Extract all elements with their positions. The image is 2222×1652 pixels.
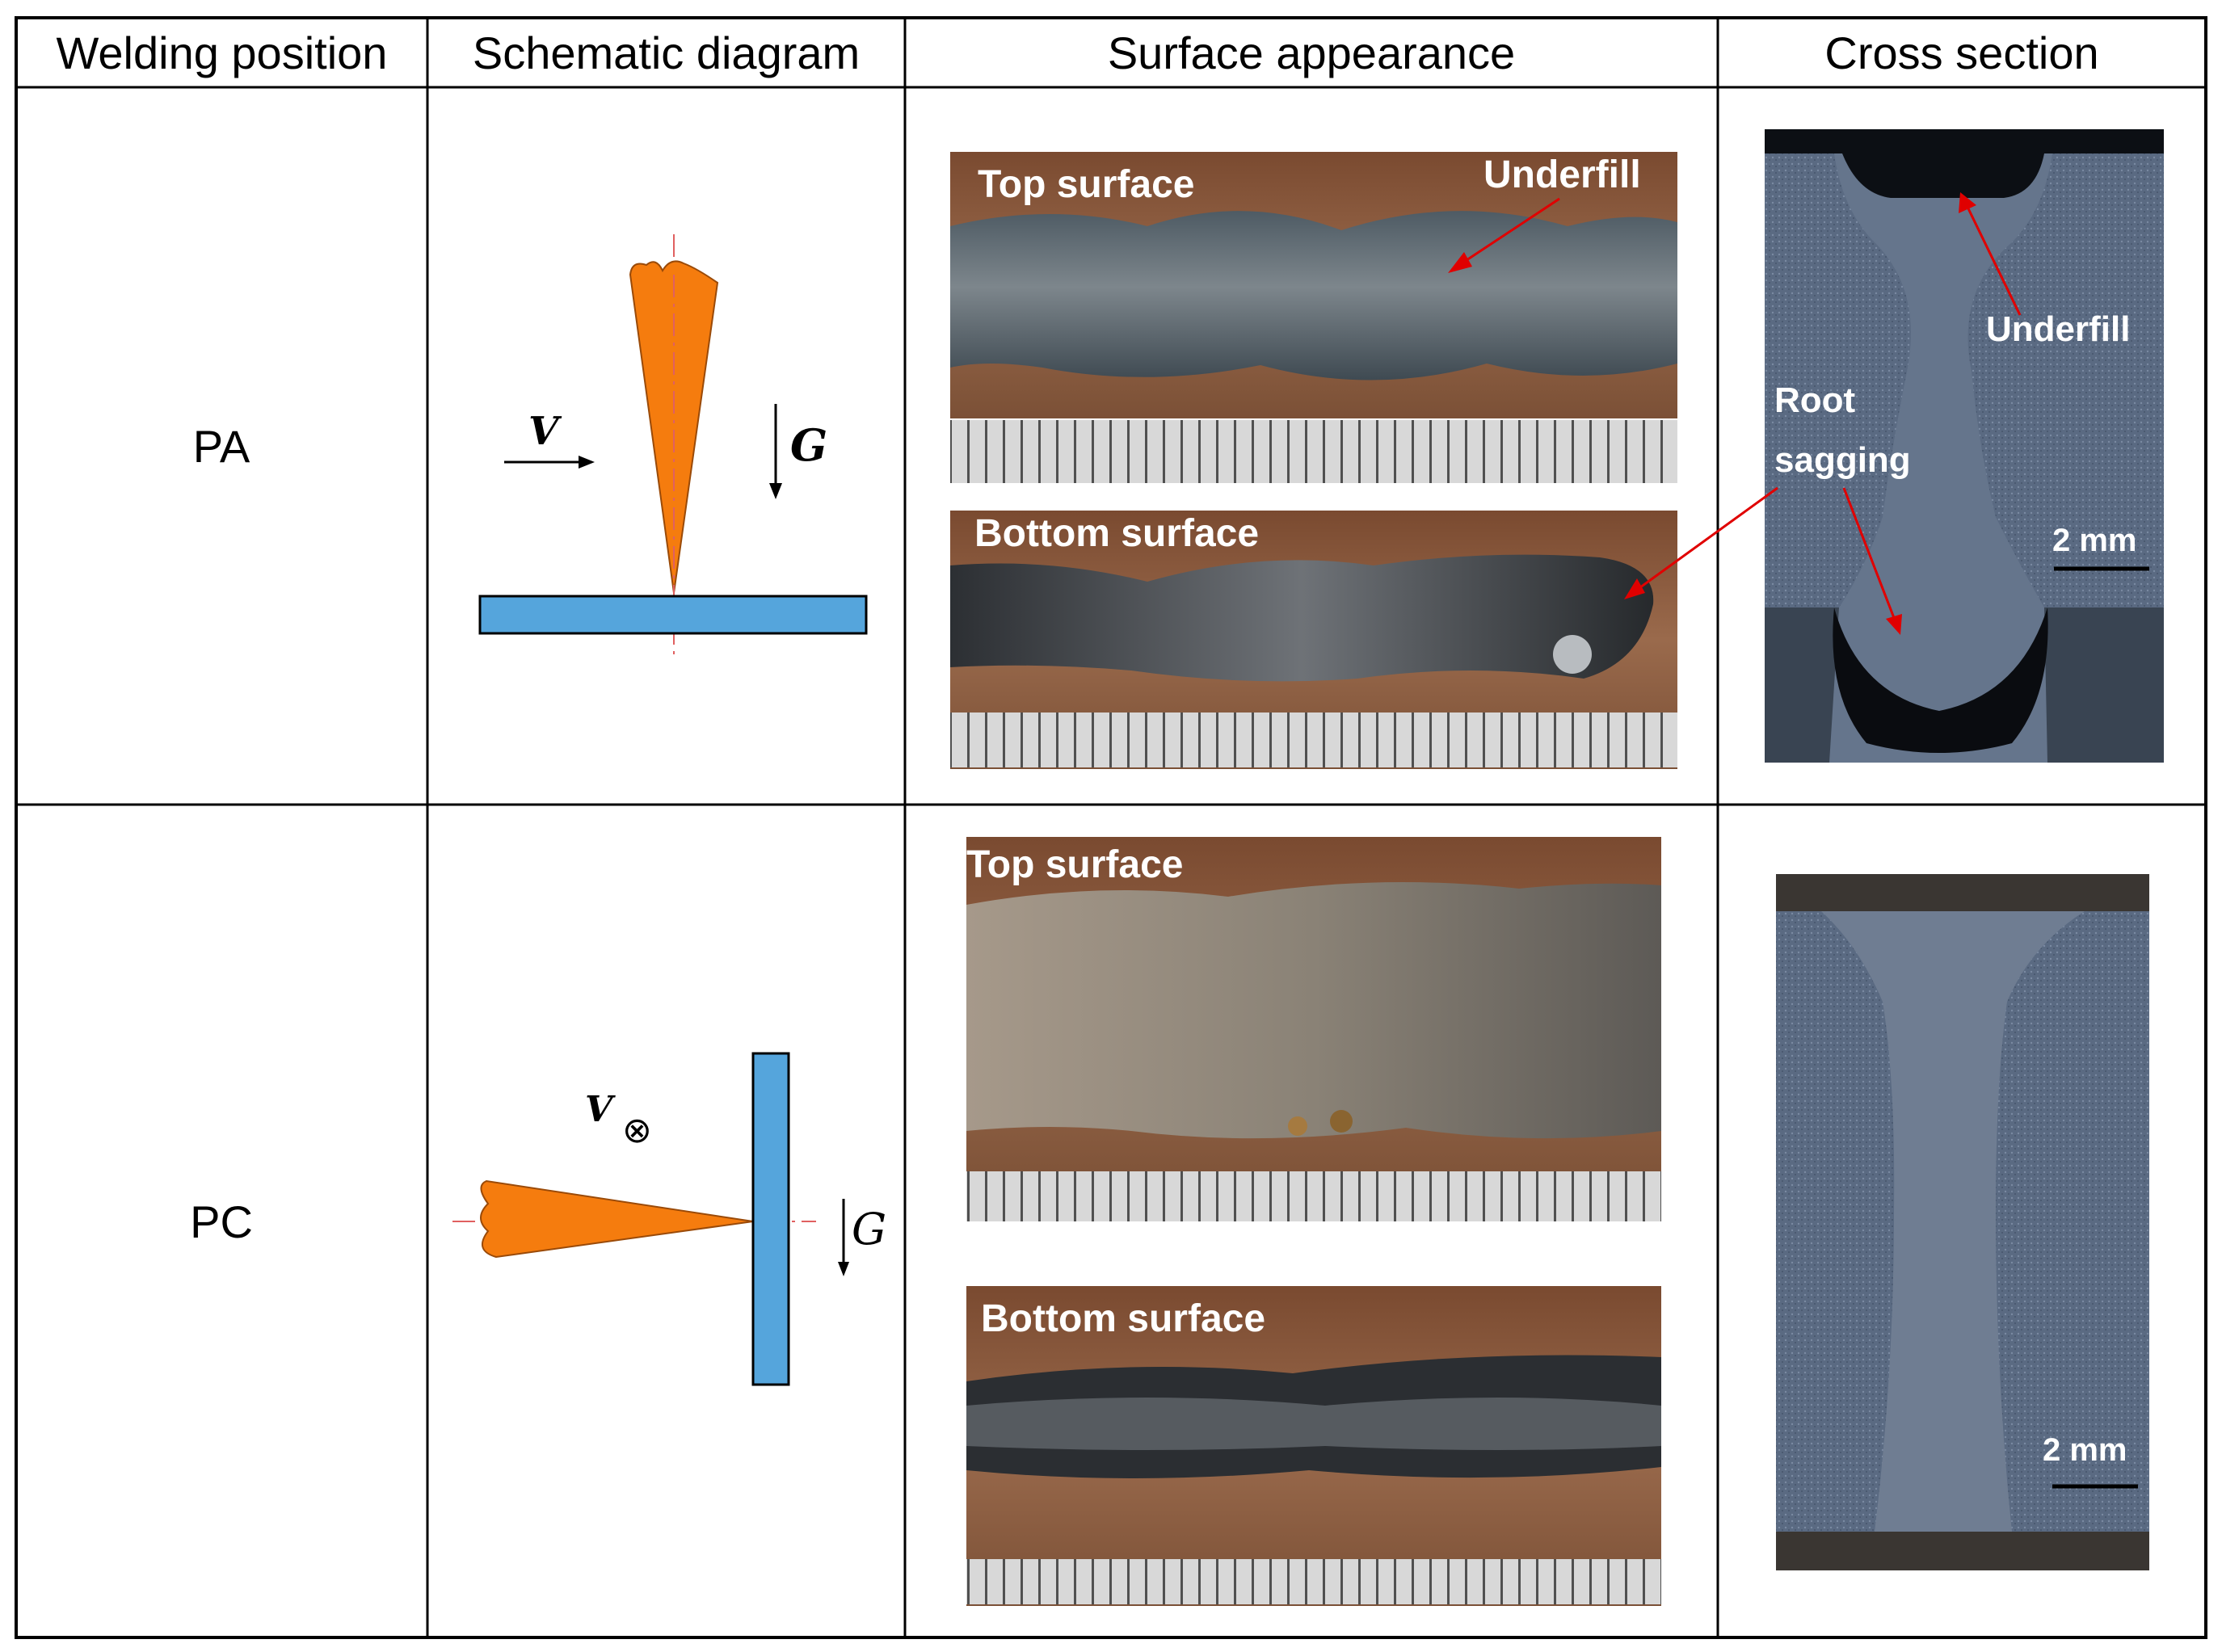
underfill-label: Underfill: [1483, 153, 1641, 196]
pc-bottom-surface-photo: Bottom surface: [966, 1286, 1661, 1606]
velocity-label: V: [585, 1089, 616, 1130]
row-label-pc: PC: [190, 1196, 253, 1247]
header-cross-section: Cross section: [1824, 27, 2099, 78]
velocity-label: V: [528, 409, 562, 454]
bottom-surface-label: Bottom surface: [974, 512, 1259, 555]
pc-top-surface-photo: Top surface: [966, 837, 1661, 1221]
header-welding-position: Welding position: [56, 27, 388, 78]
pc-cross-section-photo: 2 mm: [1776, 874, 2149, 1570]
cross-underfill-arrow: [1959, 192, 1976, 213]
root-sagging-label-1: Root: [1774, 380, 1856, 420]
pa-top-surface-photo: Top surface Underfill: [950, 152, 1677, 483]
header-surface-appearance: Surface appearance: [1107, 27, 1516, 78]
plate-vertical: [751, 1052, 790, 1386]
torch-icon: [629, 260, 719, 594]
pa-bottom-surface-photo: Bottom surface: [950, 511, 1677, 769]
gravity-label: G: [790, 419, 827, 471]
cross-underfill-label: Underfill: [1986, 309, 2130, 349]
gravity-label: G: [852, 1204, 886, 1255]
pa-scale-label: 2 mm: [2052, 523, 2137, 558]
row-label-pa: PA: [192, 421, 250, 472]
pc-top-surface-label: Top surface: [966, 843, 1184, 886]
plate-horizontal: [478, 595, 868, 635]
torch-icon: [480, 1179, 754, 1259]
root-sagging-arrow-right: [1886, 614, 1902, 635]
pc-bottom-surface-label: Bottom surface: [981, 1297, 1265, 1340]
pc-scale-label: 2 mm: [2043, 1432, 2127, 1468]
header-schematic-diagram: Schematic diagram: [472, 27, 861, 78]
root-sagging-arrow-left: [1624, 578, 1645, 599]
pa-cross-section-photo: Underfill Root sagging 2 mm: [1624, 129, 2164, 763]
top-surface-label: Top surface: [978, 163, 1195, 206]
underfill-arrow: [1448, 252, 1472, 273]
root-sagging-label-2: sagging: [1774, 440, 1911, 480]
into-page-symbol: ⊗: [622, 1110, 652, 1151]
